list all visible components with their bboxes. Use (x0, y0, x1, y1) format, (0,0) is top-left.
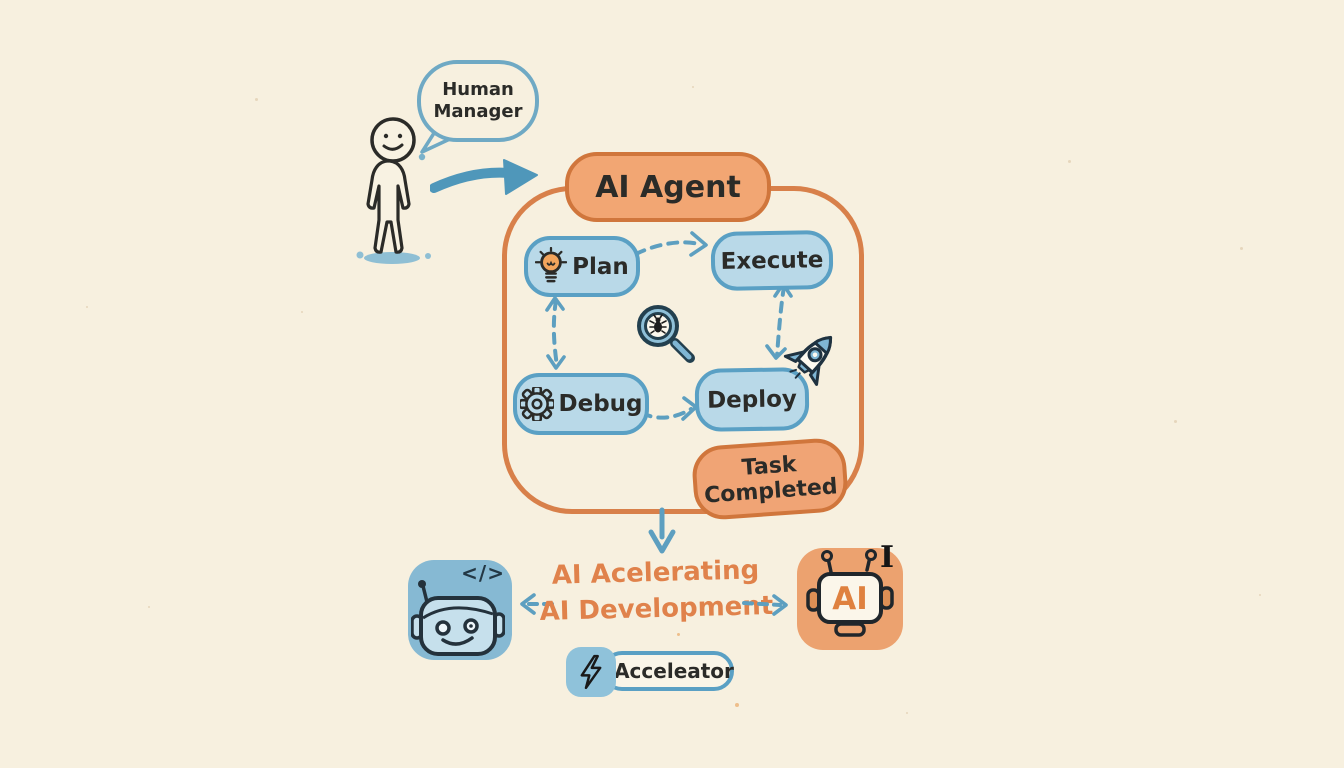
ai-robot-label: AI (832, 581, 868, 617)
agent-title-pill: AI Agent (565, 152, 771, 222)
handoff-arrow-icon (430, 159, 538, 195)
stray-i-mark: I (880, 540, 895, 575)
agent-title-label: AI Agent (595, 169, 741, 205)
accelerator-icon-box (566, 647, 616, 697)
coder-robot-card: </> (408, 560, 512, 660)
task-completed-line2: Completed (703, 474, 839, 509)
lightbulb-icon (535, 246, 568, 282)
accelerator-badge: Acceleator (566, 647, 736, 697)
ai-robot-icon: AI (806, 549, 894, 637)
code-glyph: </> (461, 561, 505, 585)
arrow-plan-debug-vertical (545, 296, 566, 370)
rocket-icon (783, 335, 833, 386)
step-deploy-label: Deploy (706, 385, 798, 414)
arrow-plan-to-execute (634, 231, 708, 257)
task-completed-pill: Task Completed (690, 436, 850, 522)
bug-icon (649, 314, 667, 334)
step-execute-label: Execute (720, 246, 824, 275)
paper-speck (86, 306, 88, 308)
caption-line1: AI Acelerating (551, 555, 760, 591)
bug-magnifier-icon (637, 305, 695, 363)
task-completed-line1: Task (740, 451, 798, 481)
step-debug-label: Debug (558, 391, 643, 417)
paper-speck (1240, 247, 1243, 250)
paper-speck (1259, 594, 1261, 596)
human-manager-figure-icon (356, 117, 431, 264)
accelerator-pill: Acceleator (602, 651, 734, 691)
step-plan-pill: Plan (524, 236, 640, 297)
paper-speck (255, 98, 258, 101)
paper-speck (148, 606, 150, 608)
gear-icon (519, 387, 554, 421)
down-arrow-icon (648, 507, 676, 554)
ai-robot-card: AI (797, 548, 903, 650)
paper-speck (301, 311, 303, 313)
step-debug-pill: Debug (513, 373, 649, 435)
lightning-icon (580, 654, 602, 690)
paper-speck (735, 703, 739, 707)
coder-robot-icon (411, 580, 505, 656)
right-dashed-arrow-icon (742, 594, 788, 616)
paper-speck (1174, 420, 1177, 423)
paper-speck (692, 86, 694, 88)
accelerator-label: Acceleator (614, 659, 734, 683)
step-execute-pill: Execute (710, 229, 834, 292)
speech-bubble: Human Manager (417, 60, 539, 142)
paper-speck (1068, 160, 1071, 163)
arrow-debug-to-deploy (640, 396, 698, 421)
paper-speck (906, 712, 908, 714)
step-plan-label: Plan (572, 253, 629, 280)
paper-speck (677, 633, 680, 636)
bubble-text-line1: Human (442, 78, 514, 100)
bubble-text-line2: Manager (433, 101, 523, 122)
left-dashed-arrow-icon (520, 593, 554, 615)
